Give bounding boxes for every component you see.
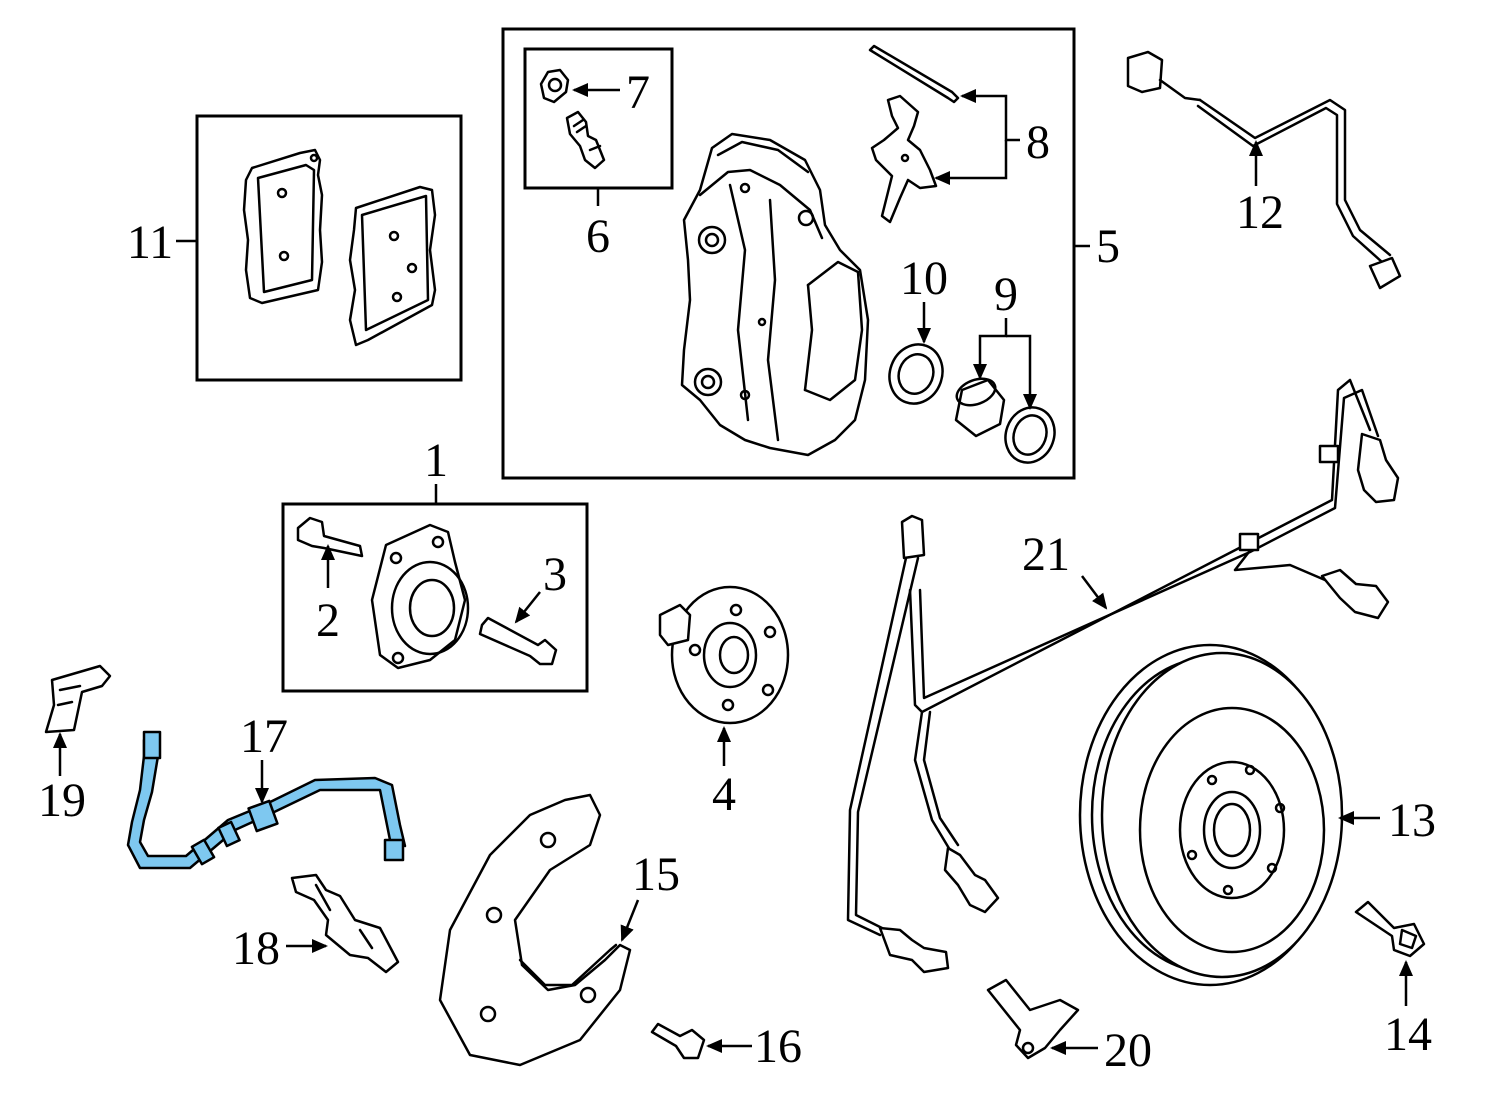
rotor-screw [1354, 900, 1426, 958]
callout-14: 14 [1384, 1008, 1432, 1061]
callout-9: 9 [994, 268, 1018, 321]
abs-sensor-harness [846, 378, 1400, 974]
callout-15: 15 [632, 848, 680, 901]
hose-bracket [290, 873, 400, 974]
callout-5: 5 [1096, 220, 1120, 273]
callout-4: 4 [712, 768, 736, 821]
brake-hose [126, 730, 407, 870]
callout-1: 1 [424, 434, 448, 487]
callout-21: 21 [1022, 528, 1070, 581]
hub-bolt [296, 516, 364, 558]
callout-20: 20 [1104, 1024, 1152, 1077]
callout-3: 3 [543, 548, 567, 601]
callout-12: 12 [1236, 186, 1284, 239]
caliper-box [501, 27, 1076, 480]
callout-13: 13 [1388, 794, 1436, 847]
leader-lines [53, 83, 1413, 1055]
callout-11: 11 [127, 216, 173, 269]
pad-wear-sensor [1126, 50, 1402, 290]
bleeder-screw [565, 110, 606, 170]
bleeder-cap [539, 68, 570, 104]
caliper-piston [954, 377, 1006, 438]
brake-pad-left [242, 148, 324, 305]
shield-bolt [650, 1022, 706, 1060]
callout-19: 19 [38, 774, 86, 827]
brake-caliper [680, 132, 870, 457]
speed-sensor [986, 978, 1080, 1060]
callout-10: 10 [900, 252, 948, 305]
wheel-hub [658, 585, 790, 725]
callout-17: 17 [240, 710, 288, 763]
callout-labels: 1 2 3 4 5 6 7 8 9 10 11 12 13 14 15 16 1… [38, 66, 1436, 1077]
piston-boot [1004, 406, 1056, 464]
dust-shield [438, 793, 632, 1067]
wheel-bearing [370, 523, 470, 670]
callout-7: 7 [626, 66, 650, 119]
callout-8: 8 [1026, 116, 1050, 169]
callout-16: 16 [754, 1020, 802, 1073]
anti-rattle-spring [870, 94, 938, 224]
brake-pad-box [195, 114, 463, 382]
brake-rotor [1078, 643, 1344, 987]
callout-2: 2 [316, 594, 340, 647]
guide-pin [868, 44, 960, 104]
brake-pad-right [348, 185, 437, 347]
hub-bolt-2 [478, 616, 558, 666]
callout-18: 18 [232, 922, 280, 975]
caliper-seal [888, 343, 944, 405]
hose-clip [44, 664, 112, 734]
callout-6: 6 [586, 210, 610, 263]
